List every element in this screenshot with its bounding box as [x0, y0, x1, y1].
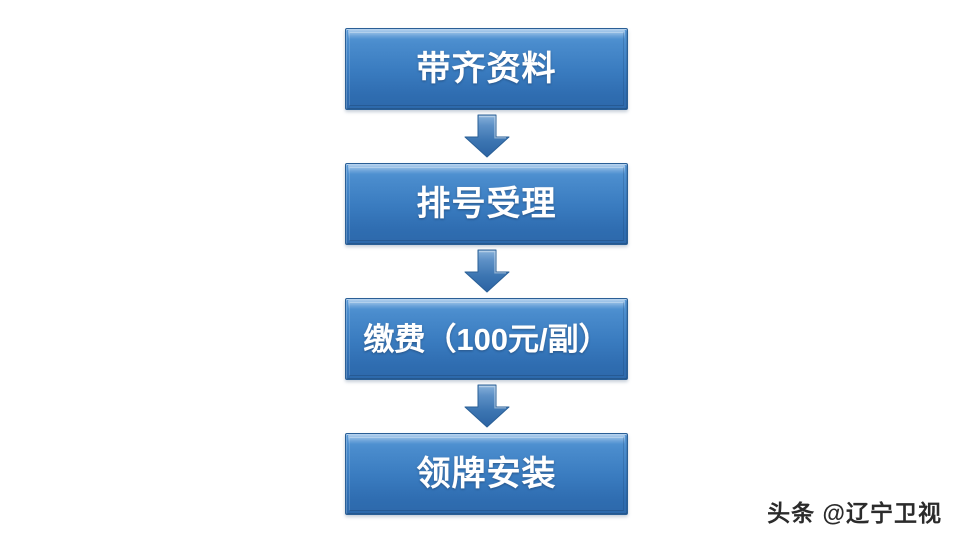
flow-node-step-2[interactable]: 排号受理: [345, 163, 628, 245]
flow-node-step-4[interactable]: 领牌安装: [345, 433, 628, 515]
flow-arrow-3-4: [464, 380, 510, 433]
flow-arrow-2-3: [464, 245, 510, 298]
flow-node-label: 带齐资料: [416, 50, 557, 88]
down-arrow-icon: [464, 384, 510, 428]
flow-node-label: 排号受理: [416, 185, 557, 223]
flow-node-step-3[interactable]: 缴费（100元/副）: [345, 298, 628, 380]
flow-node-label: 领牌安装: [416, 455, 557, 493]
flow-arrow-1-2: [464, 110, 510, 163]
flow-node-step-1[interactable]: 带齐资料: [345, 28, 628, 110]
down-arrow-icon: [464, 249, 510, 293]
flow-node-label: 缴费（100元/副）: [363, 321, 610, 357]
watermark-text: 头条 @辽宁卫视: [767, 500, 942, 526]
down-arrow-icon: [464, 114, 510, 158]
flow-column: 带齐资料: [345, 28, 628, 515]
